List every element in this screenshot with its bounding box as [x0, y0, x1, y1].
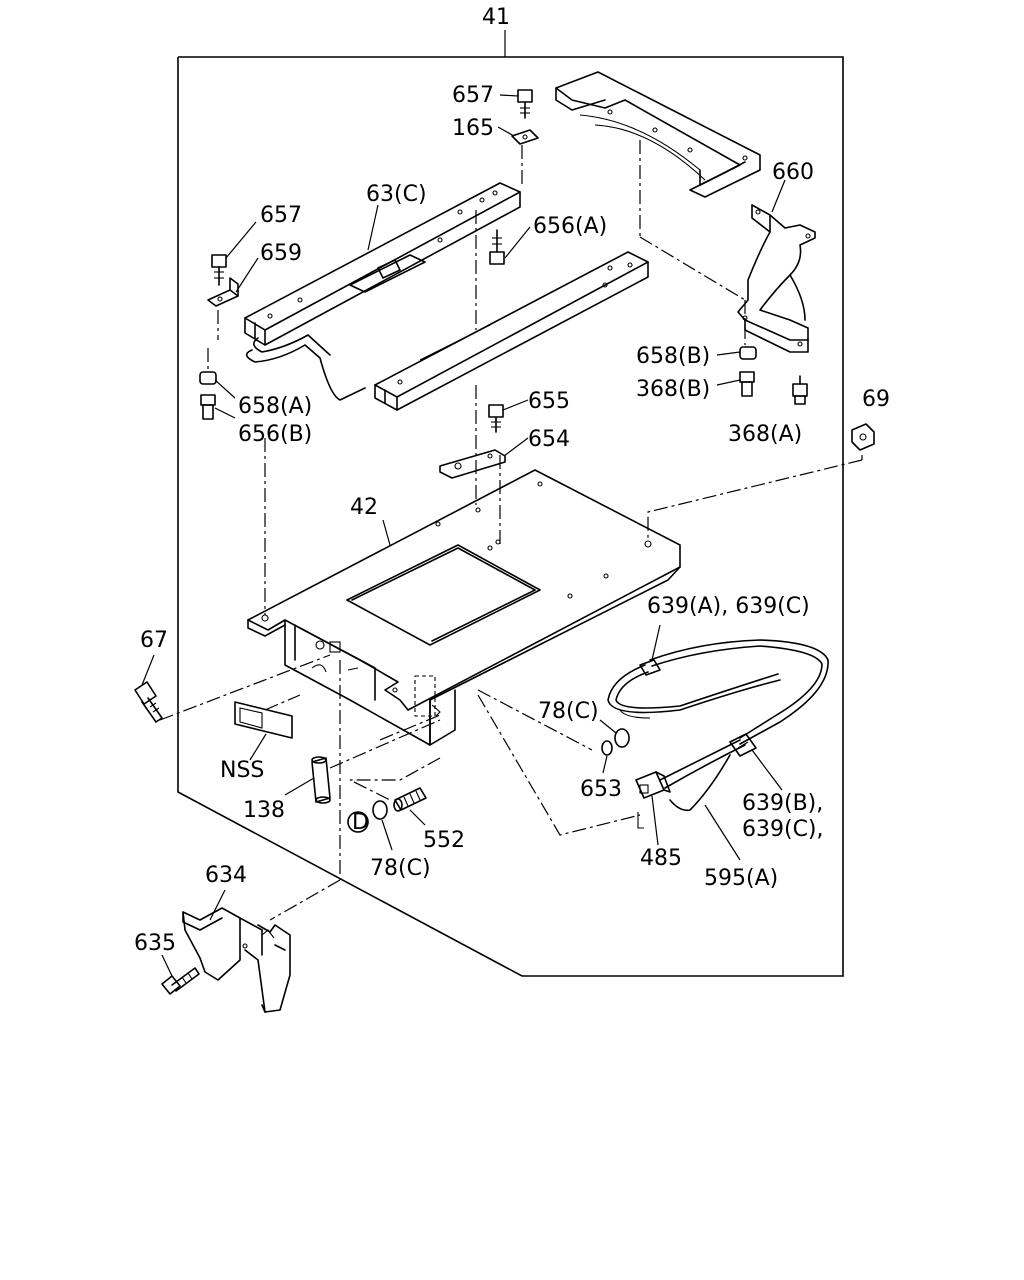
label-63c: 63(C) [366, 182, 427, 207]
label-657-top: 657 [452, 83, 494, 108]
washer-165 [511, 129, 539, 145]
label-656b: 656(B) [238, 422, 312, 447]
label-69: 69 [862, 387, 890, 412]
label-657-left: 657 [260, 203, 302, 228]
nss-label-plate [234, 701, 293, 739]
marker-d-text: D [352, 810, 369, 835]
cover-634 [182, 907, 291, 1013]
bolt-67 [134, 681, 163, 723]
bolt-368b [739, 371, 755, 397]
nut-658b [739, 346, 757, 360]
reference-marker-d: D [347, 810, 369, 835]
label-552: 552 [423, 828, 465, 853]
bracket-659 [207, 277, 239, 307]
bolt-368a [792, 375, 808, 405]
seat-rail-right [374, 251, 649, 411]
label-658a: 658(A) [238, 394, 312, 419]
cab-frame-section [555, 71, 761, 198]
connector-485 [635, 771, 671, 829]
label-639b: 639(B), [742, 791, 823, 816]
fitting-552 [393, 787, 427, 812]
label-138: 138 [243, 798, 285, 823]
o-ring-78c-bottom [372, 800, 388, 820]
label-67: 67 [140, 628, 168, 653]
label-368a: 368(A) [728, 422, 802, 447]
label-654: 654 [528, 427, 570, 452]
label-639c: 639(C), [742, 817, 824, 842]
screw-635 [161, 967, 200, 995]
seat-base-42 [247, 469, 681, 746]
bolt-656b [200, 394, 216, 420]
nut-658a [199, 371, 217, 385]
seat-rail-63c [244, 182, 521, 401]
label-656a: 656(A) [533, 214, 607, 239]
label-634: 634 [205, 863, 247, 888]
label-368b: 368(B) [636, 377, 710, 402]
label-nss: NSS [220, 758, 264, 783]
label-639ac: 639(A), 639(C) [647, 594, 810, 619]
nut-69 [851, 423, 875, 451]
label-42: 42 [350, 495, 378, 520]
clip-639b [729, 733, 757, 757]
label-595a: 595(A) [704, 866, 778, 891]
o-ring-78c-right [614, 728, 630, 748]
label-78c-right: 78(C) [538, 699, 599, 724]
label-41: 41 [482, 5, 510, 30]
assembly-guide-lines [159, 140, 863, 921]
label-485: 485 [640, 846, 682, 871]
sleeve-138 [311, 756, 331, 804]
label-658b: 658(B) [636, 344, 710, 369]
part-labels: 41 657 165 63(C) 656(A) 657 659 660 658(… [134, 5, 890, 956]
label-653: 653 [580, 777, 622, 802]
plate-654 [439, 449, 506, 479]
label-165: 165 [452, 116, 494, 141]
label-635: 635 [134, 931, 176, 956]
o-ring-653 [601, 740, 613, 756]
label-659: 659 [260, 241, 302, 266]
bolt-655 [488, 404, 504, 433]
label-655: 655 [528, 389, 570, 414]
bracket-660 [737, 204, 816, 353]
bolt-656a [489, 229, 505, 265]
label-660: 660 [772, 160, 814, 185]
assembly-frame [177, 30, 844, 977]
leader-lines [141, 94, 786, 977]
bolt-657-top [517, 89, 533, 119]
label-78c-bottom: 78(C) [370, 856, 431, 881]
wire-harness-639 [607, 639, 829, 812]
bolt-657-left [211, 254, 227, 286]
